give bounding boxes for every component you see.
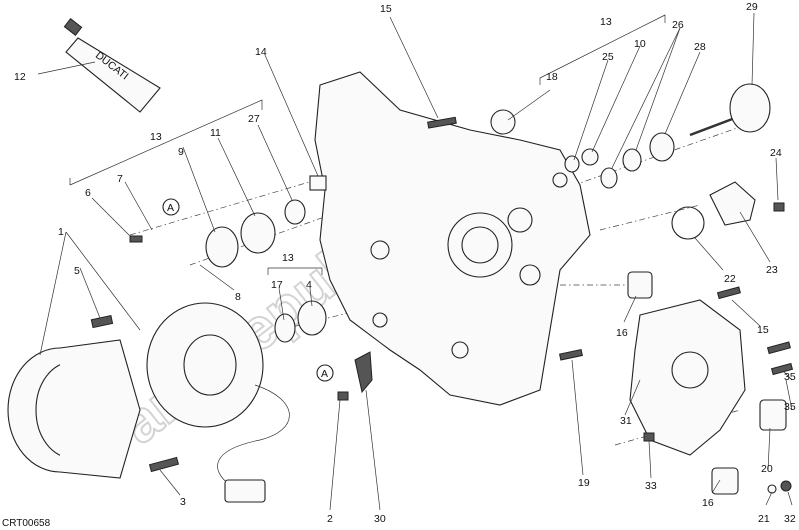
crankcase-cover <box>314 71 591 406</box>
callout-7: 7 <box>117 173 123 185</box>
callout-10: 10 <box>634 38 646 50</box>
hose-fitting-20 <box>759 399 787 431</box>
callout-35-b: 35 <box>784 401 796 413</box>
callout-15-right: 15 <box>757 324 769 336</box>
callout-6: 6 <box>85 187 91 199</box>
bearing-4 <box>297 300 327 336</box>
pump-parts <box>671 181 756 240</box>
callout-15-top: 15 <box>380 3 392 15</box>
figure-code: CRT00658 <box>2 518 51 529</box>
callout-5: 5 <box>74 265 80 277</box>
callout-13-mid: 13 <box>282 252 294 264</box>
bearing-28 <box>649 132 675 162</box>
leader-lines <box>37 12 793 511</box>
callout-23: 23 <box>766 264 778 276</box>
callout-9: 9 <box>178 146 184 158</box>
bracket-13-right <box>539 14 666 79</box>
callout-25: 25 <box>602 51 614 63</box>
washer-26b <box>622 148 642 172</box>
assembly-brackets <box>69 14 666 275</box>
fitting-16-bottom <box>711 467 739 495</box>
bush-14 <box>309 175 327 191</box>
callout-3: 3 <box>180 496 186 508</box>
callout-32: 32 <box>784 513 796 525</box>
pump-cover <box>627 271 787 495</box>
ref-marker-bottom: A <box>316 364 334 382</box>
callout-17: 17 <box>271 279 283 291</box>
bracket-13-left <box>69 99 263 186</box>
callout-2: 2 <box>327 513 333 525</box>
callout-24: 24 <box>770 147 782 159</box>
callout-13-left: 13 <box>150 131 162 143</box>
callout-30: 30 <box>374 513 386 525</box>
callout-12: 12 <box>14 71 26 83</box>
callout-35: 35 <box>784 371 796 383</box>
washer-27 <box>284 199 306 225</box>
callout-33: 33 <box>645 480 657 492</box>
callout-19: 19 <box>578 477 590 489</box>
callout-21: 21 <box>758 513 770 525</box>
bearing-11 <box>240 212 276 254</box>
stator <box>146 302 290 503</box>
callout-31: 31 <box>620 415 632 427</box>
ref-marker-top: A <box>162 198 180 216</box>
bearings <box>205 109 675 343</box>
callout-22: 22 <box>724 273 736 285</box>
callouts: 1 2 3 4 5 6 7 8 9 10 11 12 13 13 13 15 1… <box>14 1 796 525</box>
callout-14: 14 <box>255 46 267 58</box>
callout-16-bottom: 16 <box>702 497 714 509</box>
callout-26: 26 <box>672 19 684 31</box>
callout-4: 4 <box>306 279 312 291</box>
callout-1: 1 <box>58 226 64 238</box>
callout-27: 27 <box>248 113 260 125</box>
part-10 <box>581 148 599 166</box>
o-ring-22 <box>671 206 705 240</box>
callout-16-top: 16 <box>616 327 628 339</box>
callout-20: 20 <box>761 463 773 475</box>
bolts <box>90 116 794 494</box>
ring-17 <box>274 313 296 343</box>
callout-8: 8 <box>235 291 241 303</box>
washer-26 <box>600 167 618 189</box>
ref-marker-text-2: A <box>321 368 328 380</box>
ref-marker-text: A <box>167 202 174 214</box>
impeller <box>689 83 771 137</box>
callout-28: 28 <box>694 41 706 53</box>
callout-11: 11 <box>210 127 221 139</box>
bracket-13-mid <box>268 267 323 275</box>
seal-18 <box>490 109 516 135</box>
callout-29: 29 <box>746 1 758 13</box>
callout-18: 18 <box>546 71 558 83</box>
callout-13-right: 13 <box>600 16 612 28</box>
cover-23 <box>709 181 756 226</box>
ring-25 <box>564 155 580 173</box>
generator-rotor <box>7 339 141 479</box>
fitting-16-top <box>627 271 653 299</box>
bearing-9 <box>205 226 239 268</box>
